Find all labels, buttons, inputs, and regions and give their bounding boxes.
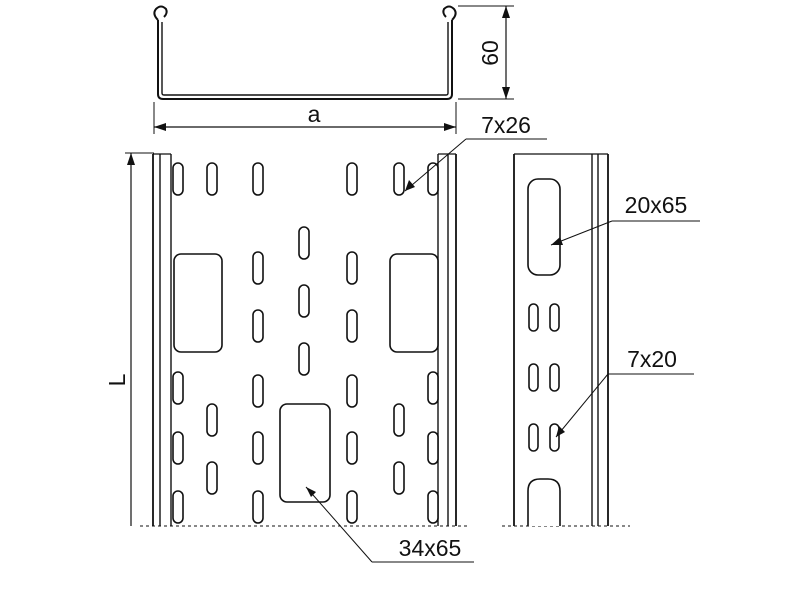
leader-7x26: 7x26: [404, 112, 547, 192]
slots-7x26: [172, 162, 439, 524]
leader-20x65: 20x65: [550, 192, 700, 246]
leader-7x20: 7x20: [555, 346, 694, 438]
opening-20x65: [527, 178, 561, 276]
arrowhead: [306, 487, 316, 497]
width-dimension: a: [153, 101, 457, 134]
label-34x65: 34x65: [399, 535, 462, 561]
side-opening-right: [389, 253, 439, 353]
height-dimension: 60: [458, 5, 514, 100]
length-dimension: L: [104, 152, 154, 526]
label-7x20: 7x20: [627, 346, 677, 372]
length-label: L: [104, 373, 130, 386]
opening-34x65: [279, 403, 331, 503]
arrowhead: [551, 237, 563, 245]
slots-large: [173, 253, 439, 503]
label-7x26: 7x26: [481, 112, 531, 138]
arrowhead: [502, 87, 510, 99]
arrowhead: [154, 123, 166, 131]
arrowhead: [405, 180, 415, 191]
tray-plan-view: [140, 153, 470, 527]
opening-20x65-partial: [527, 478, 561, 526]
arrowhead: [502, 6, 510, 18]
arrowhead: [444, 123, 456, 131]
slots-7x20: [528, 303, 560, 452]
leader-34x65: 34x65: [305, 486, 474, 563]
width-label: a: [308, 101, 321, 127]
tray-side-view: [502, 153, 630, 527]
tray-cross-section: [153, 5, 457, 100]
label-20x65: 20x65: [625, 192, 688, 218]
arrowhead: [127, 153, 135, 165]
arrowhead: [556, 426, 565, 437]
side-opening-left: [173, 253, 223, 353]
height-label: 60: [477, 40, 503, 66]
